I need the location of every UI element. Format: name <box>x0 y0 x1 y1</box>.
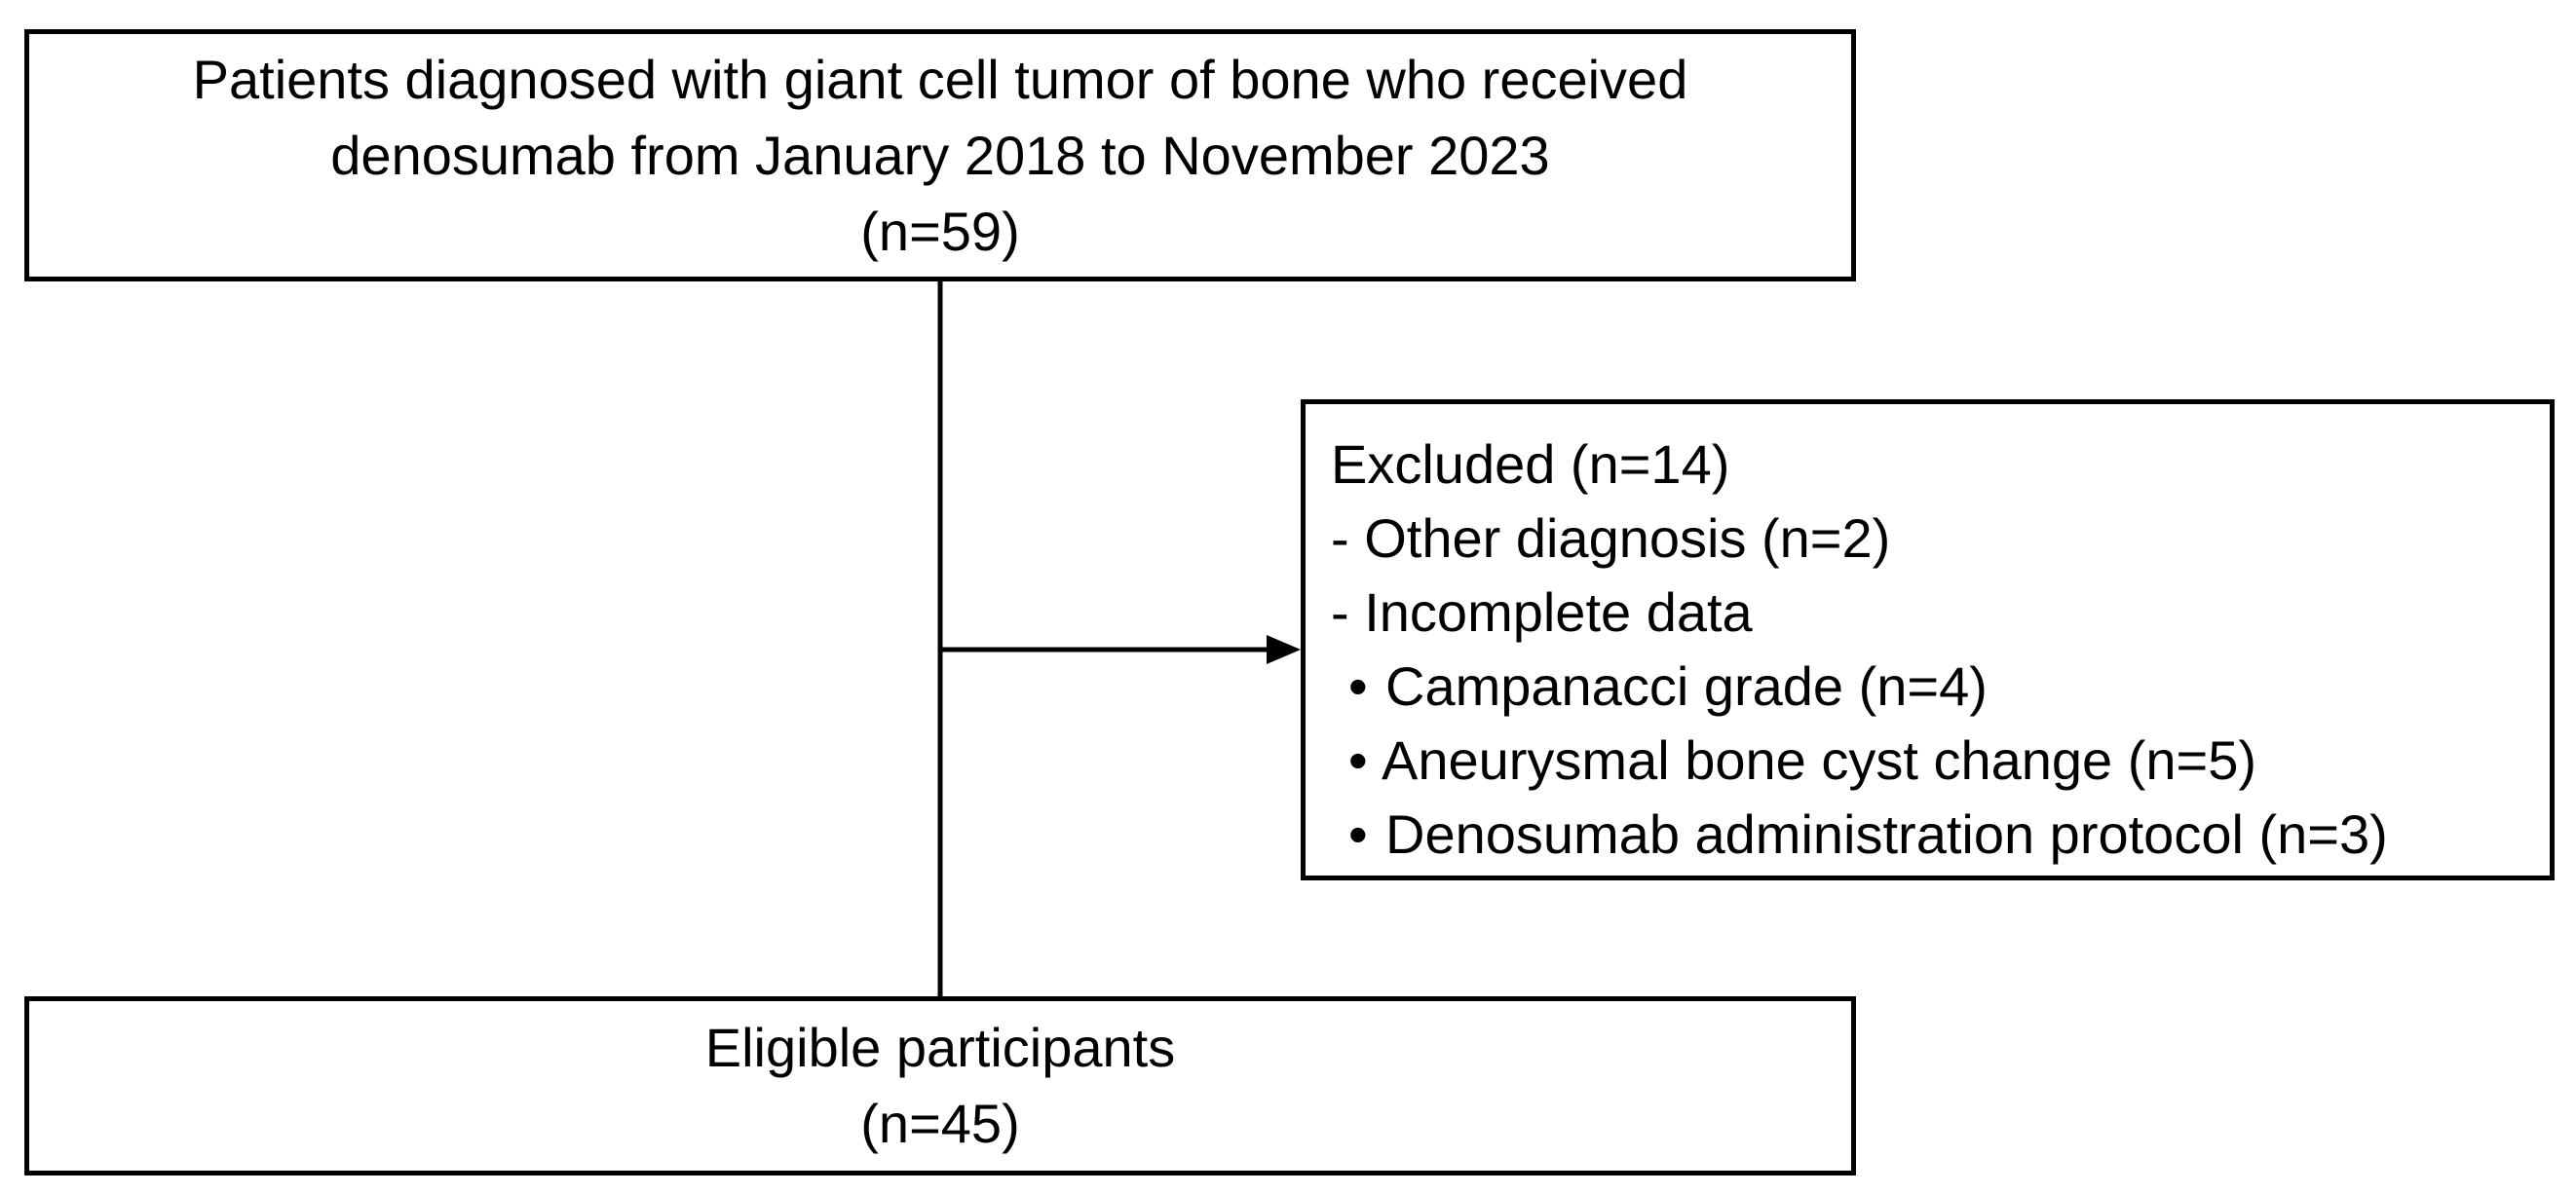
excluded-sub-item-text: Aneurysmal bone cyst change (n=5) <box>1382 729 2257 791</box>
exclusion-arrowhead <box>1267 635 1301 664</box>
excluded-sub-item-text: Denosumab administration protocol (n=3) <box>1385 803 2388 865</box>
excluded-sub-item-text: Campanacci grade (n=4) <box>1385 655 1988 717</box>
excluded-sub-item: • Campanacci grade (n=4) <box>1331 650 2550 724</box>
enrollment-box: Patients diagnosed with giant cell tumor… <box>24 29 1856 281</box>
enrollment-line-1: Patients diagnosed with giant cell tumor… <box>192 48 1688 110</box>
excluded-sub-item: •Aneurysmal bone cyst change (n=5) <box>1331 724 2550 798</box>
eligible-title: Eligible participants <box>704 1017 1176 1078</box>
bullet-icon: • <box>1348 655 1368 717</box>
excluded-item-text: Other diagnosis (n=2) <box>1364 507 1891 569</box>
excluded-box: Excluded (n=14) - Other diagnosis (n=2) … <box>1301 399 2555 880</box>
bullet-icon: • <box>1348 729 1368 791</box>
dash-prefix: - <box>1331 581 1349 643</box>
enrollment-line-2: denosumab from January 2018 to November … <box>330 124 1550 186</box>
excluded-item: - Incomplete data <box>1331 576 2550 650</box>
eligible-box: Eligible participants (n=45) <box>24 996 1856 1175</box>
excluded-sub-item: • Denosumab administration protocol (n=3) <box>1331 798 2550 872</box>
enrollment-count: (n=59) <box>860 200 1020 262</box>
dash-prefix: - <box>1331 507 1349 569</box>
excluded-title: Excluded (n=14) <box>1331 433 1730 495</box>
excluded-item: - Other diagnosis (n=2) <box>1331 502 2550 576</box>
eligible-count: (n=45) <box>860 1093 1020 1154</box>
excluded-item-text: Incomplete data <box>1364 581 1753 643</box>
bullet-icon: • <box>1348 803 1368 865</box>
